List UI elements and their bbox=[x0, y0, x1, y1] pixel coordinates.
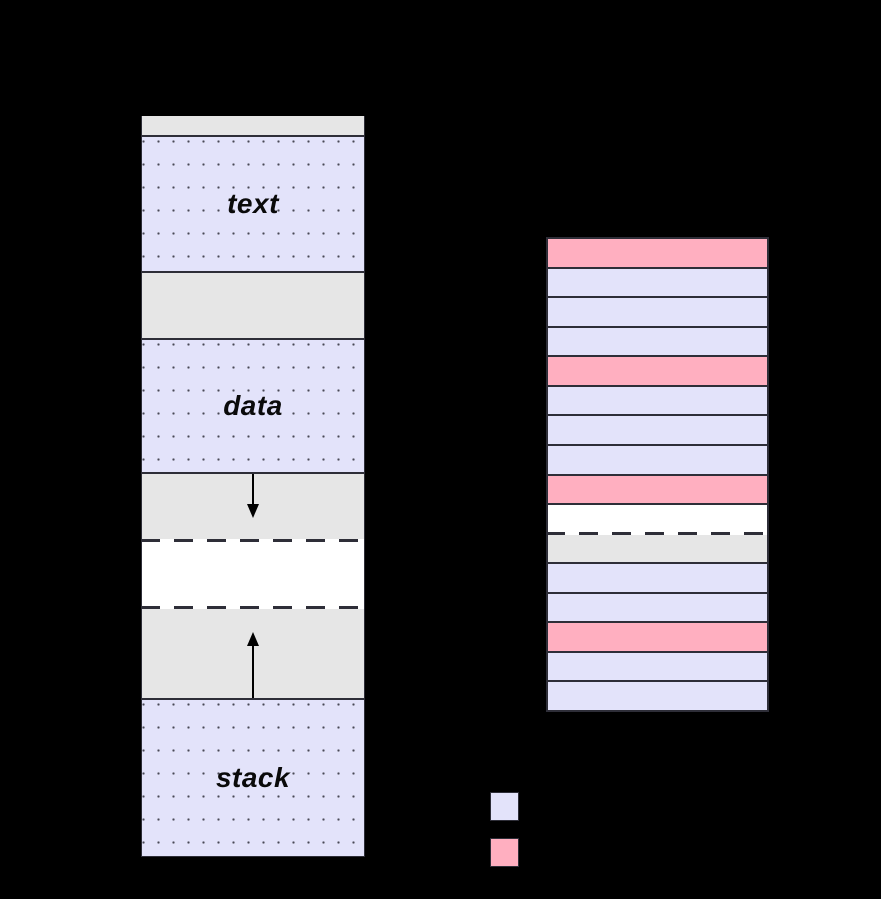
memory-frame-row-lavender bbox=[548, 652, 767, 683]
memory-frame-row-lavender bbox=[548, 268, 767, 299]
segment-stack-growth bbox=[142, 609, 364, 700]
memory-frame-row-lavender bbox=[548, 416, 767, 446]
memory-frame-row-pink bbox=[548, 475, 767, 506]
segment-free-space-1 bbox=[142, 273, 364, 340]
memory-frame-row-pink bbox=[548, 623, 767, 653]
memory-frame-row-pink bbox=[548, 239, 767, 269]
segment-top-strip bbox=[142, 116, 364, 137]
segment-data: data bbox=[142, 340, 364, 474]
down-arrow-line bbox=[252, 474, 254, 505]
memory-frame-row-gray bbox=[548, 534, 767, 565]
memory-frame-row-lavender bbox=[548, 445, 767, 476]
memory-frame-row-lavender bbox=[548, 593, 767, 624]
segment-data-label: data bbox=[223, 390, 283, 421]
segment-text: text bbox=[142, 137, 364, 273]
up-arrow-line bbox=[252, 645, 254, 698]
down-arrow-icon bbox=[247, 504, 259, 518]
memory-frame-row-lavender bbox=[548, 386, 767, 417]
segment-stack: stack bbox=[142, 700, 364, 857]
up-arrow-icon bbox=[247, 632, 259, 646]
segment-free-middle-dashed bbox=[141, 539, 365, 609]
segment-heap-growth bbox=[142, 474, 364, 539]
memory-frame-row-lavender bbox=[548, 298, 767, 328]
memory-frame-row-lavender bbox=[548, 564, 767, 594]
memory-frame-row-lavender bbox=[548, 682, 767, 710]
memory-frame-row-white-dashed bbox=[546, 505, 769, 535]
segment-stack-label: stack bbox=[215, 762, 291, 793]
address-space-column: text data stack bbox=[141, 116, 365, 857]
memory-frame-row-pink bbox=[548, 357, 767, 387]
legend-swatch-lavender bbox=[490, 792, 519, 821]
segment-text-label: text bbox=[227, 188, 279, 219]
memory-frame-row-lavender bbox=[548, 327, 767, 358]
physical-memory-table bbox=[546, 237, 769, 712]
legend-swatch-pink bbox=[490, 838, 519, 867]
